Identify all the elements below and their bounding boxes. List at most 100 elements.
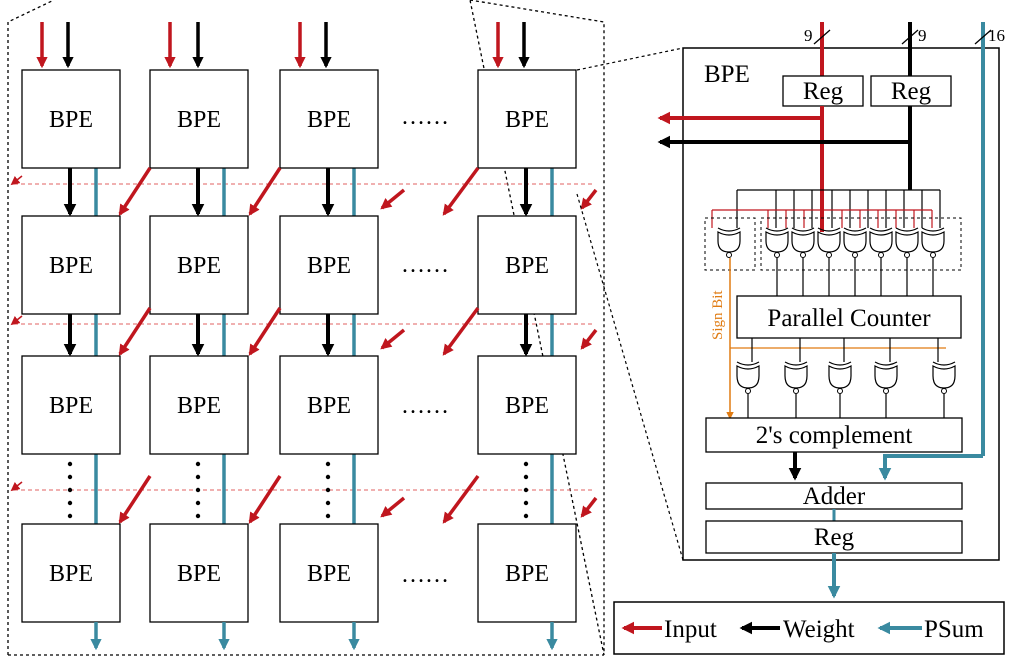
input-diag-arrow [118, 167, 152, 216]
bits-input: 9 [804, 26, 813, 45]
input-diag-arrow [442, 306, 480, 356]
input-diag-arrow [248, 307, 282, 356]
bits-psum: 16 [988, 26, 1005, 45]
input-diag-arrow [580, 188, 598, 210]
legend-psum-label: PSum [924, 616, 984, 643]
legend-input-label: Input [664, 616, 717, 643]
logic-gate-icon [736, 361, 760, 394]
bpe-box [279, 215, 379, 315]
bpe-label: BPE [505, 393, 549, 419]
bpe-box [149, 215, 249, 315]
input-diag-arrow [442, 474, 480, 524]
vdot [523, 461, 529, 467]
logic-gate-icon [895, 227, 919, 258]
adder-label: Adder [803, 483, 866, 510]
grid-input-arrows [118, 166, 598, 524]
vdot [67, 500, 73, 506]
input-diag-arrow [118, 307, 152, 356]
reg-output-label: Reg [814, 524, 855, 551]
input-diag-arrow [580, 328, 598, 350]
vdot [325, 500, 331, 506]
vdot [523, 513, 529, 519]
array-frame [7, 0, 605, 656]
logic-gate-icon [817, 227, 841, 258]
vdot [67, 513, 73, 519]
bpe-label: BPE [49, 253, 93, 279]
bpe-label: BPE [49, 393, 93, 419]
xnor-gates [717, 227, 945, 258]
bpe-detail-title: BPE [704, 61, 750, 88]
bits-weight: 9 [918, 26, 927, 45]
parallel-counter-box [736, 295, 962, 339]
hdots-row-2: …… [401, 252, 449, 278]
xor-gates [736, 361, 956, 394]
bpe-box [477, 523, 577, 623]
vdot [523, 474, 529, 480]
bpe-label: BPE [49, 107, 93, 133]
bpe-label: BPE [307, 107, 351, 133]
sign-bit-label: Sign Bit [710, 290, 726, 340]
vdot [67, 474, 73, 480]
bpe-label: BPE [307, 393, 351, 419]
bpe-label: BPE [307, 253, 351, 279]
bpe-label: BPE [505, 561, 549, 587]
bpe-box [149, 69, 249, 169]
input-diag-arrow [118, 475, 152, 524]
vdot [523, 487, 529, 493]
bpe-box [149, 523, 249, 623]
vdot [67, 461, 73, 467]
input-diag-arrow [380, 328, 406, 350]
reg-input-label: Reg [803, 78, 844, 105]
bpe-label: BPE [177, 561, 221, 587]
bpe-label: BPE [505, 107, 549, 133]
bpe-label: BPE [505, 253, 549, 279]
bpe-box [21, 355, 121, 455]
grid-vdots [67, 461, 529, 519]
vdot [195, 487, 201, 493]
vdot [325, 487, 331, 493]
bpe-box [279, 355, 379, 455]
bpe-box [279, 523, 379, 623]
vdot [325, 513, 331, 519]
logic-gate-icon [828, 361, 852, 394]
bottom-psum-arrows [90, 622, 558, 651]
logic-gate-icon [791, 227, 815, 258]
input-diag-arrow [580, 496, 598, 518]
vdot [67, 487, 73, 493]
bpe-box [279, 69, 379, 169]
adder-box [705, 482, 963, 510]
legend-box [613, 601, 1005, 655]
zoom-connectors [576, 47, 684, 561]
vdot [523, 500, 529, 506]
logic-gate-icon [869, 227, 893, 258]
bpe-box [477, 355, 577, 455]
parallel-counter-label: Parallel Counter [767, 305, 931, 332]
input-diag-arrow [442, 166, 480, 216]
logic-gate-icon [717, 227, 741, 258]
bpe-label: BPE [177, 393, 221, 419]
input-diag-arrow [380, 496, 406, 518]
input-diag-arrow [380, 188, 406, 210]
logic-gate-icon [784, 361, 808, 394]
logic-gate-icon [843, 227, 867, 258]
dashed-input-lines [14, 183, 595, 491]
logic-gate-icon [921, 227, 945, 258]
input-diag-arrow [248, 167, 282, 216]
bpe-box [477, 69, 577, 169]
twos-complement-box [705, 417, 963, 453]
bpe-detail: BPE 9 9 16 Reg Reg [657, 22, 1005, 599]
bpe-box [149, 355, 249, 455]
hdots-row-4: …… [401, 562, 449, 588]
bpe-box [477, 215, 577, 315]
input-diag-arrow [248, 475, 282, 524]
bpe-box [21, 523, 121, 623]
legend: Input Weight PSum [613, 601, 1005, 655]
vdot [195, 461, 201, 467]
vdot [195, 500, 201, 506]
bpe-label: BPE [49, 561, 93, 587]
top-feed-arrows [36, 22, 530, 69]
vdot [195, 513, 201, 519]
hdots-row-1: …… [401, 104, 449, 130]
